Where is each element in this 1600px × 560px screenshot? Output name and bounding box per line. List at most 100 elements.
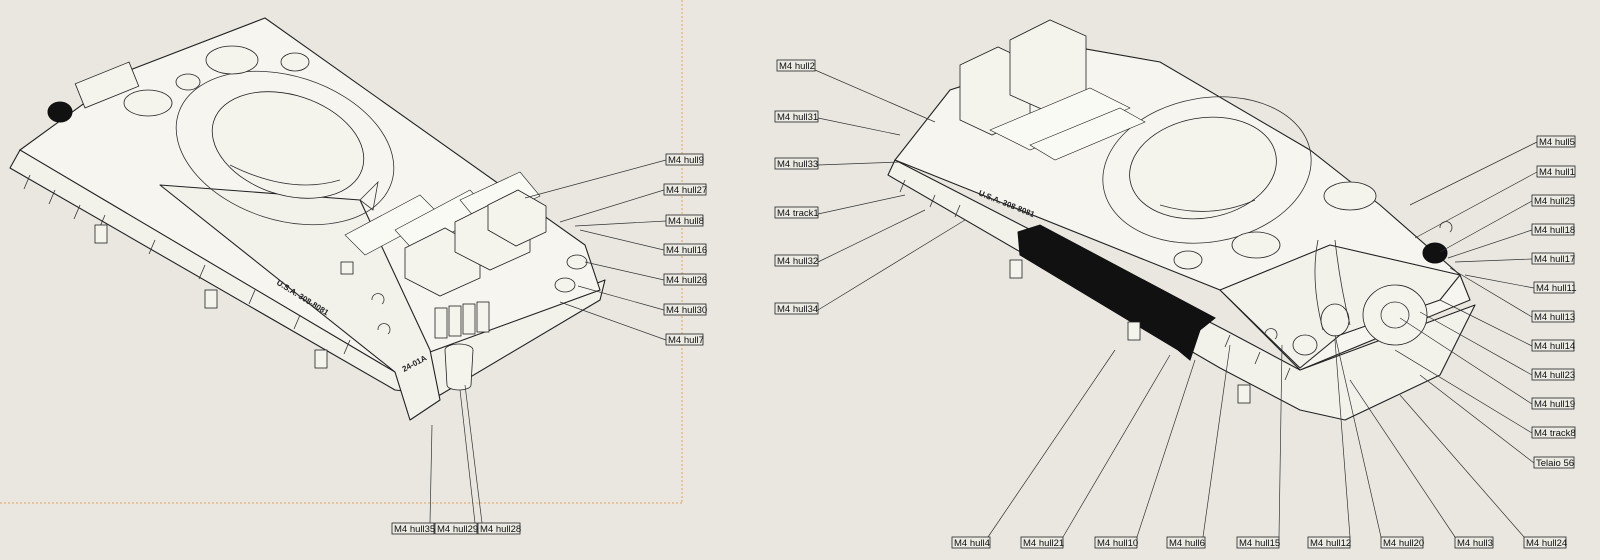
svg-text:M4 hull8: M4 hull8	[668, 216, 704, 227]
right-lifting-ring-2	[1439, 221, 1453, 233]
callout-left-m4-hull26: M4 hull26	[584, 261, 707, 286]
callout-right-m4-hull32: M4 hull32	[774, 209, 926, 267]
left-hull-view: U.S.A. 308-8081 24-01A	[9, 17, 606, 421]
callout-right-m4-hull17: M4 hull17	[1454, 252, 1575, 265]
right-lifting-ring-1	[1264, 328, 1278, 340]
right-headlight	[1422, 242, 1448, 264]
callout-left-m4-hull9: M4 hull9	[524, 153, 704, 199]
left-lifting-ring-1	[371, 293, 385, 305]
svg-text:M4 hull3: M4 hull3	[1457, 538, 1493, 549]
callout-right-m4-hull6: M4 hull6	[1166, 344, 1231, 549]
svg-text:M4 hull17: M4 hull17	[1534, 254, 1575, 265]
svg-text:M4 hull34: M4 hull34	[777, 304, 818, 315]
callout-right-m4-hull1: M4 hull1	[1414, 165, 1576, 239]
right-sprocket	[1320, 303, 1350, 337]
right-hull-view: U.S.A. 308-8081	[887, 19, 1476, 421]
callout-right-m4-track8: M4 track8	[1394, 349, 1576, 439]
left-hatch-2	[123, 89, 173, 117]
svg-text:M4 hull29: M4 hull29	[437, 524, 478, 535]
svg-text:M4 hull28: M4 hull28	[480, 524, 521, 535]
callout-right-m4-hull24: M4 hull24	[1399, 394, 1567, 549]
callout-right-m4-hull13: M4 hull13	[1449, 267, 1575, 323]
callout-left-m4-hull35: M4 hull35	[391, 424, 435, 535]
callouts-right-view-bottom: M4 hull4 M4 hull21 M4 hull10 M4 hull6 M4…	[951, 334, 1567, 549]
callout-right-m4-hull23: M4 hull23	[1419, 311, 1575, 381]
right-periscope-1	[1173, 250, 1203, 270]
right-turret-ring-inner	[1129, 116, 1277, 220]
svg-text:M4 hull10: M4 hull10	[1097, 538, 1138, 549]
svg-text:M4 hull1: M4 hull1	[1539, 167, 1575, 178]
svg-text:M4 hull11: M4 hull11	[1536, 283, 1577, 294]
right-turret-ring-outer	[1102, 96, 1312, 244]
right-hatch-1	[1323, 181, 1377, 211]
left-hatch-1	[205, 45, 259, 75]
callout-left-m4-hull30: M4 hull30	[577, 285, 707, 316]
callout-right-m4-track1: M4 track1	[774, 194, 906, 219]
right-rear-bracket	[1314, 239, 1351, 331]
right-idler-wheel	[1362, 284, 1428, 346]
svg-text:M4 hull9: M4 hull9	[668, 155, 704, 166]
callout-right-m4-hull12: M4 hull12	[1307, 339, 1351, 549]
svg-text:M4 hull33: M4 hull33	[777, 159, 818, 170]
svg-text:M4 hull12: M4 hull12	[1310, 538, 1351, 549]
callouts-left-view-bottom: M4 hull35 M4 hull29 M4 hull28	[391, 384, 521, 535]
right-towing-eye	[1292, 334, 1318, 356]
svg-text:M4 hull24: M4 hull24	[1526, 538, 1567, 549]
left-rear-equipment	[434, 254, 588, 339]
callout-right-m4-hull19: M4 hull19	[1399, 317, 1575, 410]
callout-right-m4-hull15: M4 hull15	[1236, 344, 1283, 549]
left-turret-ring-inner	[211, 91, 365, 199]
callout-right-m4-hull21: M4 hull21	[1020, 354, 1171, 549]
callout-right-m4-hull14: M4 hull14	[1439, 299, 1575, 352]
svg-text:M4 hull35: M4 hull35	[394, 524, 435, 535]
svg-text:M4 hull7: M4 hull7	[668, 335, 704, 346]
callout-right-m4-hull2: M4 hull2	[776, 59, 936, 123]
svg-text:M4 hull13: M4 hull13	[1534, 312, 1575, 323]
callout-right-m4-hull3: M4 hull3	[1349, 379, 1494, 549]
svg-text:M4 track8: M4 track8	[1534, 428, 1576, 439]
callout-left-m4-hull7: M4 hull7	[559, 301, 704, 346]
callout-right-m4-hull5: M4 hull5	[1409, 135, 1576, 206]
right-stowage-boxes	[959, 19, 1146, 161]
svg-text:M4 hull5: M4 hull5	[1539, 137, 1575, 148]
callout-left-m4-hull27: M4 hull27	[559, 183, 707, 223]
right-hatch-2	[1231, 231, 1281, 259]
svg-text:M4 hull16: M4 hull16	[666, 245, 707, 256]
svg-text:M4 hull14: M4 hull14	[1534, 341, 1575, 352]
callout-right-m4-hull10: M4 hull10	[1094, 359, 1196, 549]
callouts-right-view-right-column: M4 hull5 M4 hull1 M4 hull25 M4 hull18 M4…	[1394, 135, 1577, 469]
left-stowage-boxes	[404, 189, 547, 297]
svg-text:M4 hull20: M4 hull20	[1383, 538, 1424, 549]
svg-text:M4 hull18: M4 hull18	[1534, 225, 1575, 236]
svg-text:M4 hull2: M4 hull2	[779, 61, 815, 72]
callout-right-telaio-56: Telaio 56	[1419, 374, 1575, 469]
left-bogie-mounts	[94, 224, 328, 369]
right-idler-hub	[1380, 301, 1410, 329]
svg-text:M4 hull23: M4 hull23	[1534, 370, 1575, 381]
callout-right-m4-hull4: M4 hull4	[951, 349, 1116, 549]
callout-left-m4-hull16: M4 hull16	[579, 229, 707, 256]
callout-right-m4-hull34: M4 hull34	[774, 219, 966, 315]
callout-left-m4-hull28: M4 hull28	[464, 384, 521, 535]
left-small-plate	[340, 261, 354, 275]
svg-text:M4 hull32: M4 hull32	[777, 256, 818, 267]
svg-text:M4 track1: M4 track1	[777, 208, 819, 219]
callout-left-m4-hull8: M4 hull8	[574, 214, 704, 227]
svg-text:M4 hull4: M4 hull4	[954, 538, 990, 549]
callout-right-m4-hull20: M4 hull20	[1334, 334, 1424, 549]
callout-right-m4-hull11: M4 hull11	[1464, 274, 1577, 294]
left-headlight	[47, 101, 73, 123]
svg-text:M4 hull27: M4 hull27	[666, 185, 707, 196]
left-lifting-ring-2	[377, 323, 391, 335]
callouts-left-view-right-column: M4 hull9 M4 hull27 M4 hull8 M4 hull16 M4…	[524, 153, 707, 346]
svg-text:M4 hull25: M4 hull25	[1534, 196, 1575, 207]
svg-text:M4 hull6: M4 hull6	[1169, 538, 1205, 549]
callouts-right-view-left-column: M4 hull2 M4 hull31 M4 hull33 M4 track1 M…	[774, 59, 966, 315]
callout-left-m4-hull29: M4 hull29	[434, 389, 478, 535]
left-periscope-2	[175, 73, 201, 91]
left-turret-ring-hole	[229, 164, 341, 186]
left-tow-cylinder	[444, 343, 474, 391]
drawing-frame	[0, 0, 683, 504]
left-front-box	[74, 61, 140, 109]
svg-text:M4 hull19: M4 hull19	[1534, 399, 1575, 410]
